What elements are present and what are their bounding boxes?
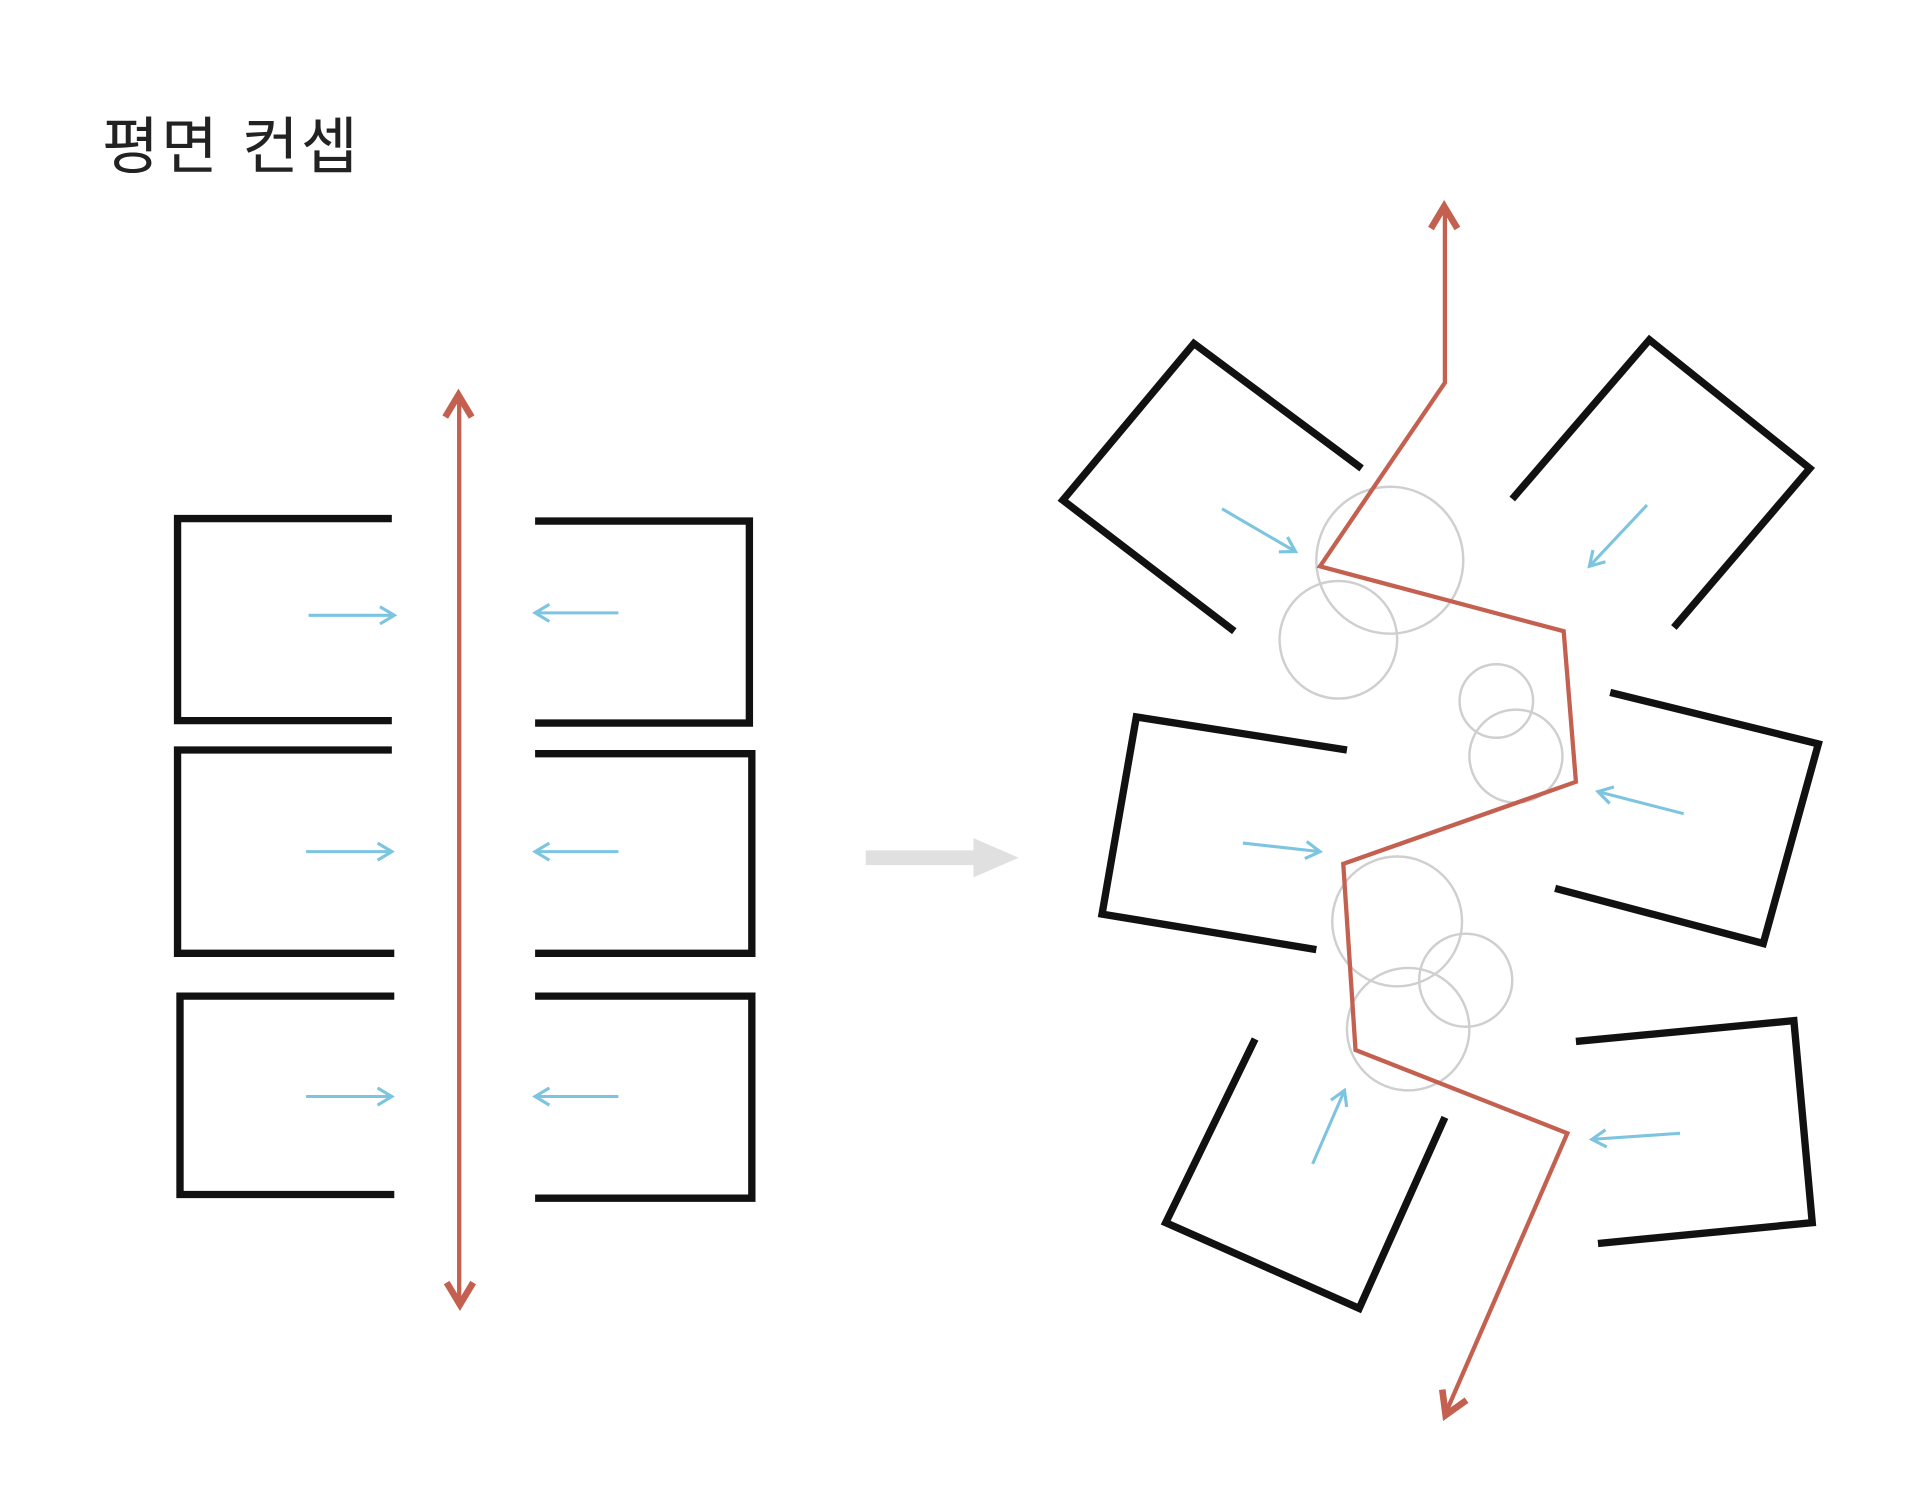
node-circles <box>1278 485 1564 1092</box>
unit-mid-right <box>1554 688 1823 948</box>
unit-bottom-left <box>1160 1037 1449 1314</box>
unit-right-1 <box>535 517 754 727</box>
entry-arrow-icon <box>1587 504 1649 569</box>
unit-left-1 <box>173 514 392 725</box>
diagram-title: 평면 컨셉 <box>102 110 360 183</box>
entry-arrow-icon <box>1595 785 1685 816</box>
entry-arrow-icon <box>1221 507 1299 554</box>
cluster-layout <box>1057 200 1823 1421</box>
unit-right-3 <box>535 992 756 1202</box>
entry-arrow-icon <box>1588 1128 1681 1149</box>
entry-arrow-icon <box>1311 1087 1349 1165</box>
unit-top-left <box>1057 338 1364 635</box>
transition-arrow-icon <box>865 838 1019 878</box>
entry-arrow-icon <box>1242 840 1324 861</box>
unit-mid-left <box>1097 712 1348 954</box>
unit-bottom-right <box>1575 1016 1817 1248</box>
unit-left-2 <box>173 746 395 957</box>
unit-right-2 <box>535 750 756 957</box>
unit-top-right <box>1509 334 1816 630</box>
unit-left-3 <box>176 992 395 1199</box>
linear-layout <box>173 388 756 1311</box>
zigzag-circulation-arrow <box>1316 200 1579 1421</box>
